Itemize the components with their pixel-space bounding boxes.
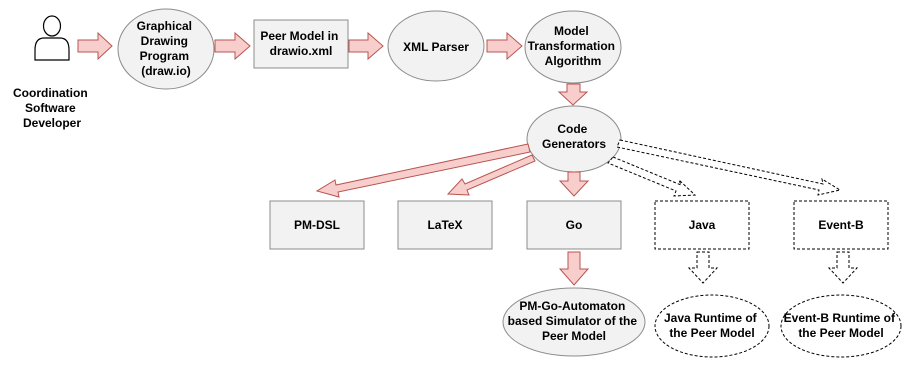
- event-b-node: [793, 200, 889, 250]
- actor-icon: [34, 15, 70, 61]
- arrow-peer-model-to-xml-parser: [348, 31, 384, 61]
- actor-body: [34, 37, 70, 61]
- go-simulator-label: PM-Go-Automaton based Simulator of the P…: [508, 299, 641, 343]
- java-runtime-node: [654, 294, 770, 358]
- go-node: [526, 200, 622, 250]
- arrow-generators-to-latex: [446, 154, 536, 196]
- transformation-node: [524, 10, 622, 84]
- arrow-event-b-to-runtime: [827, 251, 859, 284]
- arrow-go-to-simulator: [558, 251, 590, 286]
- arrow-drawing-to-peer-model: [214, 31, 251, 61]
- event-b-runtime-label: Event-B Runtime of the Peer Model: [784, 311, 899, 340]
- xml-parser-label: XML Parser: [403, 40, 469, 54]
- actor-head: [42, 15, 62, 37]
- xml-parser-node: [387, 10, 485, 82]
- arrow-generators-to-event-b: [616, 139, 842, 196]
- go-label: Go: [566, 218, 583, 232]
- arrow-actor-to-drawing: [77, 31, 113, 61]
- drawing-program-label: Graphical Drawing Program (draw.io): [137, 19, 196, 78]
- event-b-label: Event-B: [818, 218, 864, 232]
- java-label: Java: [689, 218, 716, 232]
- latex-label: LaTeX: [427, 218, 462, 232]
- pm-dsl-label: PM-DSL: [294, 218, 340, 232]
- actor-label: Coordination Software Developer: [13, 86, 91, 130]
- pm-dsl-node: [269, 200, 365, 250]
- arrow-transformation-to-generators: [557, 83, 589, 106]
- java-runtime-label: Java Runtime of the Peer Model: [664, 311, 760, 340]
- code-generators-label: Code Generators: [542, 122, 606, 151]
- peer-model-file-node: [253, 19, 349, 69]
- arrow-xml-parser-to-transformation: [486, 31, 523, 61]
- arrow-generators-to-pm-dsl: [315, 143, 531, 198]
- transformation-label: Model Transformation Algorithm: [528, 24, 619, 68]
- event-b-runtime-node: [780, 294, 902, 358]
- arrow-generators-to-go: [558, 171, 590, 197]
- peer-model-file-label: Peer Model in drawio.xml: [260, 29, 341, 58]
- drawing-program-node: [117, 8, 215, 90]
- go-simulator-node: [502, 287, 646, 357]
- java-node: [654, 200, 750, 250]
- latex-node: [397, 200, 493, 250]
- arrow-java-to-runtime: [687, 251, 719, 284]
- arrow-generators-to-java: [607, 156, 697, 197]
